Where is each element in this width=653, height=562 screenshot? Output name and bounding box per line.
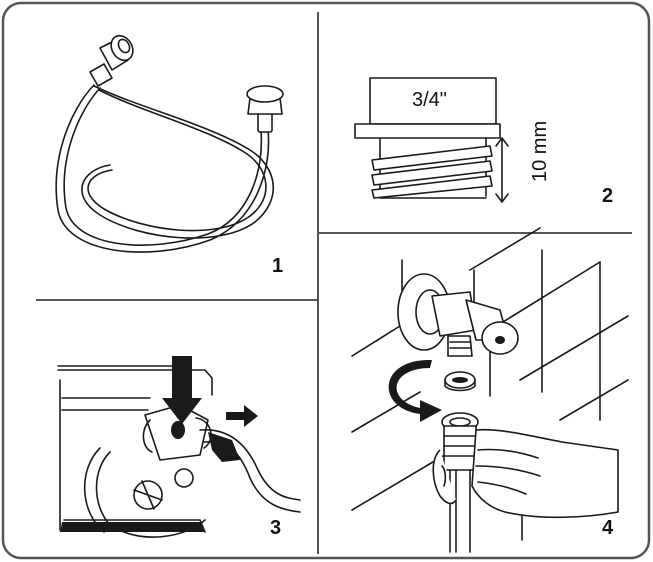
connected-hose — [199, 429, 301, 513]
panel-2-thread-dimensions: 3/4" 10 mm 2 — [354, 77, 613, 207]
thread-lines — [371, 137, 493, 199]
sealing-washer — [444, 371, 476, 392]
pull-right-arrow — [226, 405, 258, 427]
panel-4-tap-connection: 4 — [351, 227, 629, 553]
step-number-4: 4 — [602, 517, 614, 539]
fitting-nut — [369, 77, 497, 125]
hand — [432, 428, 619, 519]
panel-3-machine-connection: 3 — [57, 356, 301, 539]
step-number-3: 3 — [270, 517, 281, 539]
thread-length-label: 10 mm — [529, 121, 551, 182]
hose-fitting-right — [246, 85, 284, 133]
length-dimension-arrow — [495, 137, 509, 203]
hose-fitting-left — [89, 34, 134, 87]
cross-knob-icon — [133, 480, 163, 510]
hose-coil — [55, 84, 275, 253]
rotate-arrow — [388, 359, 442, 422]
panel-1-hose: 1 — [55, 34, 284, 277]
fitting-collar — [354, 123, 501, 139]
step-number-1: 1 — [272, 255, 283, 277]
machine-back-panel — [57, 365, 213, 538]
press-down-arrow — [162, 356, 202, 424]
step-number-2: 2 — [602, 185, 613, 207]
thread-size-label: 3/4" — [412, 89, 447, 111]
hose-fitting-in-hand — [441, 412, 479, 553]
angle-valve-tap — [397, 273, 519, 357]
